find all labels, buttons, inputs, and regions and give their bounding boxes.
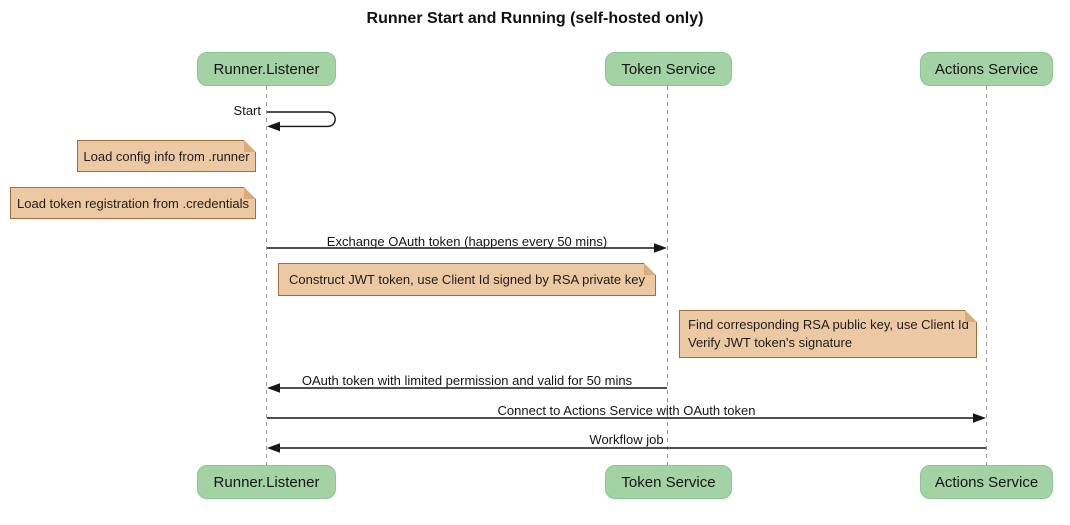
message-label-exchange-oauth-token: Exchange OAuth token (happens every 50 m… (326, 234, 608, 249)
participant-top-actions-service: Actions Service (920, 52, 1053, 86)
participant-label: Actions Service (934, 473, 1039, 491)
note-verify-jwt-token: Find corresponding RSA public key, use C… (679, 310, 977, 358)
note-text-line-1: Find corresponding RSA public key, use C… (688, 317, 969, 332)
note-load-token-registration: Load token registration from .credential… (10, 187, 256, 219)
participant-bottom-token-service: Token Service (605, 465, 732, 499)
message-arrow-oauth-token-return (267, 383, 667, 393)
message-arrow-workflow-job (267, 443, 986, 453)
note-text: Construct JWT token, use Client Id signe… (289, 272, 645, 287)
participant-label: Token Service (621, 473, 716, 491)
note-construct-jwt-token: Construct JWT token, use Client Id signe… (278, 263, 656, 296)
note-text: Load config info from .runner (83, 148, 250, 164)
participant-label: Token Service (621, 60, 716, 78)
message-arrow-start-self (267, 111, 336, 132)
message-label-start: Start (233, 103, 261, 118)
participant-top-runner-listener: Runner.Listener (197, 52, 336, 86)
participant-bottom-actions-service: Actions Service (920, 465, 1053, 499)
note-text: Load token registration from .credential… (17, 195, 249, 211)
participant-label: Runner.Listener (213, 60, 320, 78)
message-label-workflow-job: Workflow job (589, 432, 664, 447)
participant-label: Actions Service (934, 60, 1039, 78)
participant-bottom-runner-listener: Runner.Listener (197, 465, 336, 499)
message-arrow-connect-actions-service (267, 413, 986, 423)
participant-top-token-service: Token Service (605, 52, 732, 86)
message-arrow-exchange-oauth-token (267, 243, 667, 253)
diagram-title: Runner Start and Running (self-hosted on… (366, 10, 704, 27)
participant-label: Runner.Listener (213, 473, 320, 491)
message-label-oauth-token-return: OAuth token with limited permission and … (301, 373, 633, 388)
note-text-line-2: Verify JWT token's signature (688, 335, 853, 350)
note-load-config-info: Load config info from .runner (77, 140, 256, 172)
message-label-connect-actions-service: Connect to Actions Service with OAuth to… (497, 403, 756, 418)
